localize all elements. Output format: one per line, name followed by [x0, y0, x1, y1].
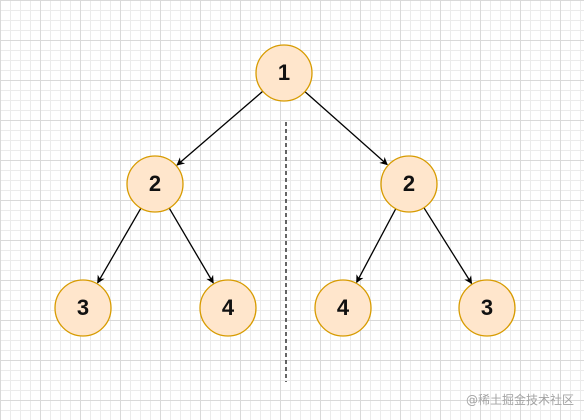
node-right-right-leaf: 3 [458, 279, 516, 337]
node-right-child: 2 [380, 155, 438, 213]
node-label: 2 [403, 171, 415, 196]
node-root: 1 [255, 44, 313, 102]
nodes-layer: 1 2 2 3 4 4 3 [54, 44, 516, 337]
edge-left-child-to-left-right-leaf [168, 207, 214, 284]
edge-root-to-left-child [176, 90, 264, 166]
node-label: 2 [149, 171, 161, 196]
edges-layer [97, 90, 473, 285]
node-left-child: 2 [126, 155, 184, 213]
node-circle [54, 279, 112, 337]
edge-right-child-to-right-left-leaf [356, 208, 397, 284]
node-circle [126, 155, 184, 213]
node-label: 4 [337, 295, 350, 320]
node-right-left-leaf: 4 [314, 279, 372, 337]
node-circle [314, 279, 372, 337]
node-label: 4 [222, 295, 235, 320]
node-left-left-leaf: 3 [54, 279, 112, 337]
node-label: 3 [481, 295, 493, 320]
edge-left-child-to-left-left-leaf [97, 207, 142, 284]
edge-root-to-right-child [304, 91, 388, 166]
node-circle [380, 155, 438, 213]
node-circle [458, 279, 516, 337]
node-label: 1 [278, 60, 290, 85]
node-circle [255, 44, 313, 102]
node-label: 3 [77, 295, 89, 320]
node-circle [199, 279, 257, 337]
watermark-text: @稀土掘金技术社区 [465, 393, 574, 407]
node-left-right-leaf: 4 [199, 279, 257, 337]
edge-right-child-to-right-right-leaf [423, 207, 473, 285]
